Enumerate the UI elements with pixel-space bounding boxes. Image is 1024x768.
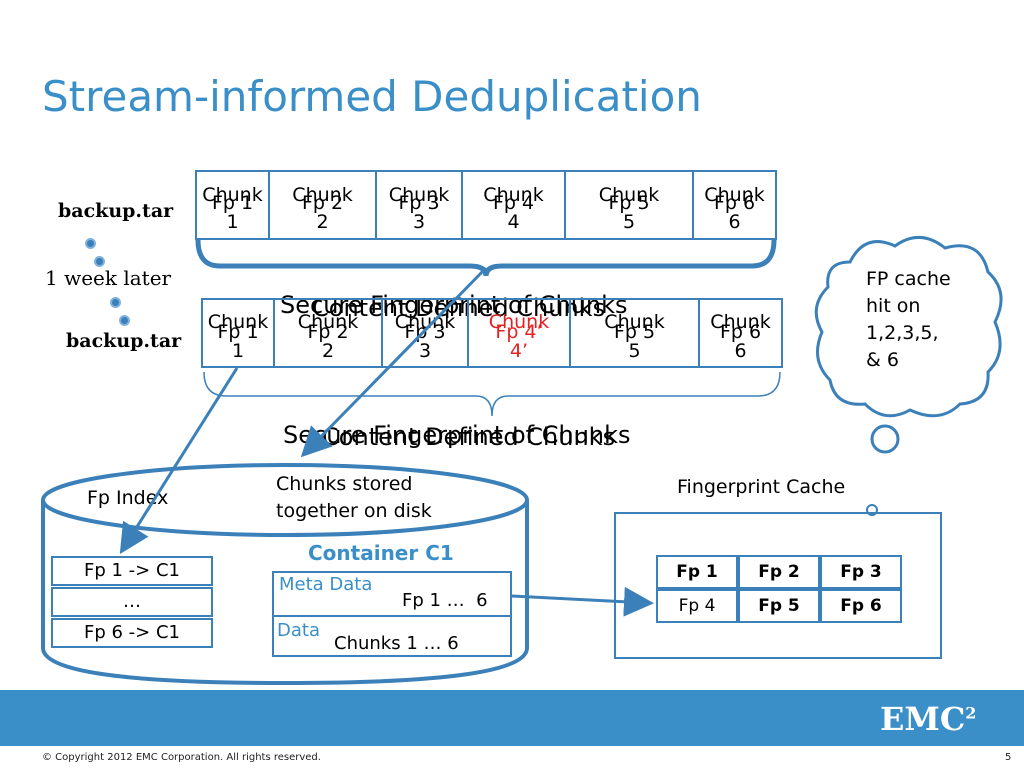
fp-label: Fp 6 [719, 321, 762, 343]
fingerprint-cache-box [614, 512, 942, 659]
bottom-chunk-cell: Chunk Fp 3 3 [383, 300, 469, 366]
fp-label: Fp 4’ [495, 321, 543, 343]
chunk-label: Chunk [710, 311, 771, 333]
chunk-label: Chunk [598, 184, 660, 206]
chunk-number: 6 [734, 340, 747, 362]
top-chunk-cell: Chunk Fp 6 6 [694, 172, 775, 238]
page-number: 5 [1005, 752, 1012, 763]
top-backup-label: backup.tar [58, 200, 174, 222]
timeline-dot [85, 238, 96, 249]
thought-line: FP cache [866, 268, 951, 290]
thought-line: hit on [866, 295, 921, 317]
fp-index-row: Fp 1 -> C1 [51, 556, 213, 586]
bottom-chunk-cell: Chunk Fp 6 6 [700, 300, 781, 366]
top-chunk-cell: Chunk Fp 3 3 [377, 172, 463, 238]
cache-cell: Fp 5 [738, 589, 820, 623]
top-chunk-cell: Chunk Fp 2 2 [270, 172, 377, 238]
chunk-label: Chunk [207, 311, 269, 333]
chunk-label: Chunk [488, 311, 550, 333]
fp-label: Fp 1 [217, 321, 259, 343]
fp-label: Fp 2 [301, 192, 344, 214]
chunks-stored-line: together on disk [276, 500, 432, 522]
chunk-number: 1 [231, 340, 245, 362]
chunk-number: 4 [507, 211, 520, 233]
thought-line: & 6 [866, 349, 899, 371]
chunk-label: Chunk [202, 184, 263, 206]
fp-label: Fp 4 [492, 192, 535, 214]
chunk-number: 1 [226, 211, 239, 233]
top-bracket [195, 239, 777, 277]
top-chunk-cell: Chunk Fp 4 4 [463, 172, 566, 238]
fingerprint-cache-label: Fingerprint Cache [677, 476, 846, 498]
cache-cell: Fp 4 [656, 589, 738, 623]
fp-label: Fp 3 [398, 192, 440, 214]
timeline-dot [110, 297, 121, 308]
bottom-brace-text-b: Content Defined Chunks [322, 423, 616, 451]
emc-logo-text: EMC [880, 700, 966, 738]
fp-label: Fp 5 [608, 192, 650, 214]
meta-data-value: Fp 1 … 6 [402, 590, 488, 611]
timeline-dot [94, 256, 105, 267]
cache-cell: Fp 6 [820, 589, 902, 623]
chunk-label: Chunk [388, 184, 450, 206]
copyright-text: © Copyright 2012 EMC Corporation. All ri… [42, 752, 321, 763]
container-title: Container C1 [308, 541, 454, 565]
fp-label: Fp 5 [613, 321, 656, 343]
thought-bubble-text: FP cache hit on 1,2,3,5, & 6 [866, 266, 951, 374]
bottom-chunk-cell: Chunk Fp 5 5 [571, 300, 700, 366]
chunk-number: 2 [321, 340, 335, 362]
cache-cell: Fp 2 [738, 555, 820, 589]
bottom-chunk-cell: Chunk Fp 2 2 [275, 300, 383, 366]
bottom-chunk-cell: Chunk Fp 1 1 [203, 300, 275, 366]
fp-index-row: Fp 6 -> C1 [51, 618, 213, 648]
fp-label: Fp 6 [713, 192, 756, 214]
fp-label: Fp 1 [211, 192, 254, 214]
chunk-number: 3 [418, 340, 432, 362]
thought-bubble [814, 236, 1003, 454]
cache-cell: Fp 1 [656, 555, 738, 589]
chunk-number: 4’ [509, 340, 529, 362]
chunk-number: 5 [622, 211, 636, 233]
chunk-number: 6 [728, 211, 741, 233]
emc-logo-sup: 2 [965, 703, 977, 723]
data-value: Chunks 1 … 6 [334, 633, 459, 654]
chunks-stored-line: Chunks stored [276, 473, 413, 495]
bottom-chunk-row: Chunk Fp 1 1 Chunk Fp 2 2 Chunk Fp 3 3 C… [201, 298, 783, 368]
top-chunk-cell: Chunk Fp 1 1 [197, 172, 270, 238]
top-chunk-cell: Chunk Fp 5 5 [566, 172, 694, 238]
emc-logo: EMC2 [880, 700, 976, 738]
top-chunk-row: Chunk Fp 1 1 Chunk Fp 2 2 Chunk Fp 3 3 C… [195, 170, 777, 240]
chunk-number: 2 [316, 211, 329, 233]
footer-bar [0, 690, 1024, 746]
page-title: Stream-informed Deduplication [42, 72, 702, 121]
thought-line: 1,2,3,5, [866, 322, 939, 344]
chunk-number: 5 [628, 340, 641, 362]
bottom-backup-label: backup.tar [66, 330, 182, 352]
chunk-label: Chunk [483, 184, 544, 206]
fp-index-row: … [51, 587, 213, 617]
fp-index-label: Fp Index [87, 487, 169, 509]
data-label: Data [277, 620, 320, 641]
bottom-bracket [203, 371, 781, 417]
chunks-stored-text: Chunks stored together on disk [276, 471, 432, 525]
meta-data-label: Meta Data [279, 574, 373, 595]
time-label: 1 week later [45, 266, 172, 290]
chunk-label: Chunk [704, 184, 765, 206]
timeline-dot [119, 315, 130, 326]
container-divider [274, 615, 510, 617]
bottom-chunk-cell-changed: Chunk Fp 4’ 4’ [469, 300, 571, 366]
cache-cell: Fp 3 [820, 555, 902, 589]
chunk-label: Chunk [604, 311, 665, 333]
chunk-number: 3 [412, 211, 426, 233]
container-box: Meta Data Fp 1 … 6 Data Chunks 1 … 6 [272, 571, 512, 657]
chunk-label: Chunk [292, 184, 353, 206]
